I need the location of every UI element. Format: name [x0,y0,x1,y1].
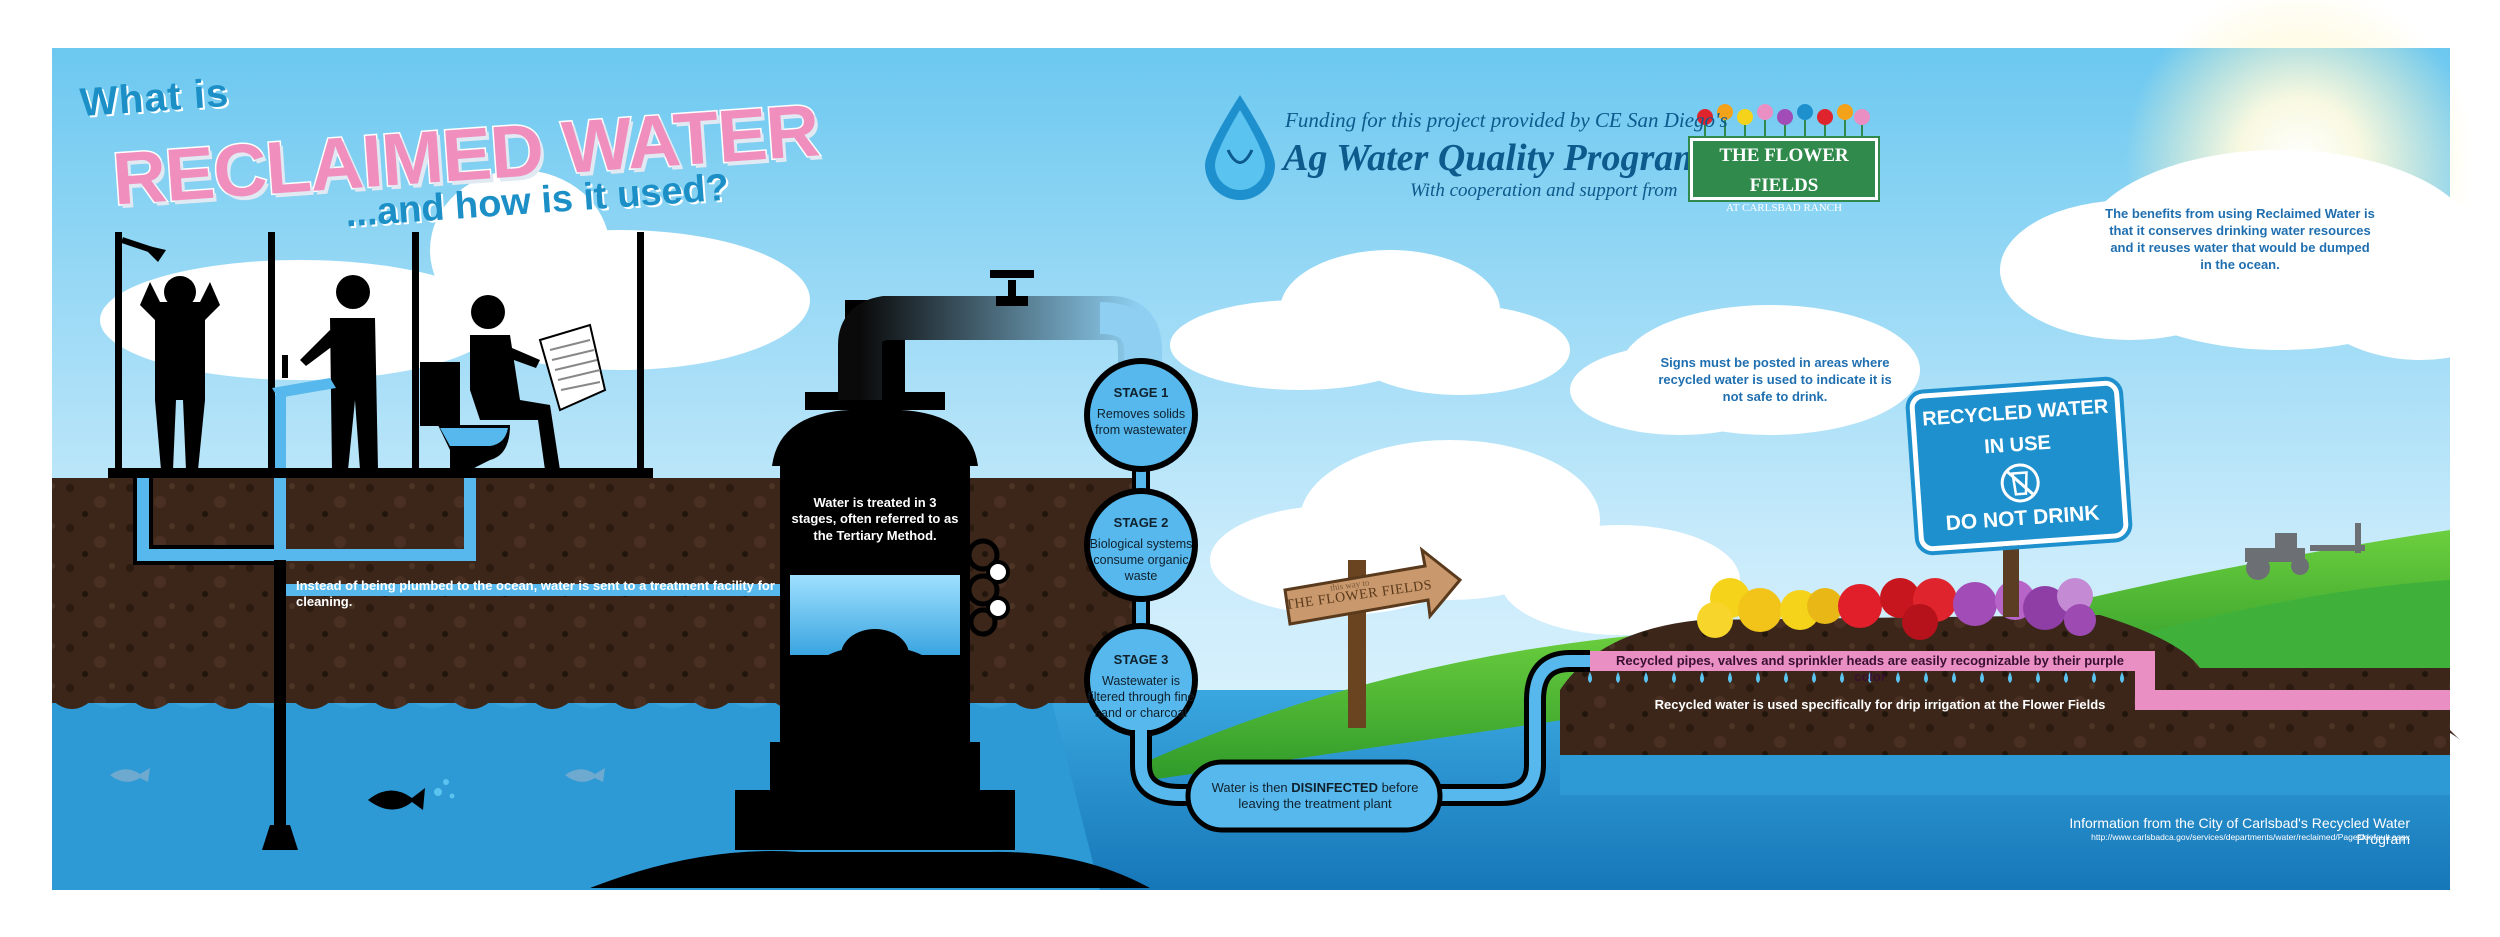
disinfected-note: Water is then DISINFECTED before leaving… [1205,780,1425,813]
cooperation-text: With cooperation and support from [1410,180,1678,201]
water-drop-logo-icon [1205,95,1275,200]
disinfected-before: Water is then [1211,780,1292,795]
sprinkler-drop [1672,672,1676,683]
plumbing-note: Instead of being plumbed to the ocean, w… [296,578,775,610]
flower-fields-logo: THE FLOWER FIELDS AT CARLSBAD RANCH [1688,136,1880,214]
sign-line-3: DO NOT DRINK [1945,501,2101,536]
sprinkler-drop [2036,672,2040,683]
purple-pipe [1580,651,2450,710]
tertiary-note: Water is treated in 3 stages, often refe… [791,495,959,543]
hill-right-front [2120,580,2450,680]
sign-line-1: RECYCLED WATER [1921,395,2109,431]
disinfect-pipe-inner [1135,655,1590,801]
sign-line-2: IN USE [1983,431,2052,459]
disinfected-bold: DISINFECTED [1291,780,1378,795]
drain-pipe-foot [262,825,298,850]
sprinkler-drop [2008,672,2012,683]
sprinkler-drop [2092,672,2096,683]
sprinkler-drop [1756,672,1760,683]
stage-2: STAGE 2 Biological systems consume organ… [1087,515,1195,585]
sprinkler-drop [1952,672,1956,683]
sprinkler-drop [1644,672,1648,683]
stage-chain [1084,358,1198,780]
stage-3-label: STAGE 3 [1113,652,1169,667]
arrow-signpost [1283,546,1463,728]
flower-fields-logo-name: THE FLOWER FIELDS [1719,145,1849,196]
sprinkler-drop [1980,672,1984,683]
fish-icon [368,779,455,810]
sprinkler-drop [1924,672,1928,683]
stage-1-text: Removes solids from wastewater [1095,406,1187,438]
stage-1-label: STAGE 1 [1113,385,1169,400]
sprinkler-drop [1616,672,1620,683]
tractor-icon [2245,523,2365,580]
sprinkler-drop [1728,672,1732,683]
credit-url: http://www.carlsbadca.gov/services/depar… [2091,832,2410,842]
sprinkler-drop [1896,672,1900,683]
flower-logo-icon [1697,104,1870,140]
sprinkler-drop [1700,672,1704,683]
stage-3-text: Wastewater is filtered through fine sand… [1087,673,1195,721]
program-name: Ag Water Quality Program [1283,137,1703,179]
clouds [100,150,2500,635]
sprinkler-drop [1868,672,1872,683]
stage-2-text: Biological systems consume organic waste [1089,536,1193,584]
recycled-water-sign: RECYCLED WATER IN USE DO NOT DRINK [1904,375,2134,557]
stage-1: STAGE 1 Removes solids from wastewater [1087,385,1195,438]
toilet-person-icon [420,295,607,470]
valve-handle-icon [990,270,1034,306]
ocean-right-strip [1560,755,2450,795]
faucet-pipe-inner [1099,302,1156,380]
sprinkler-drop [2120,672,2124,683]
drip-irrigation-note: Recycled water is used specifically for … [1654,697,2106,712]
sprinkler-drop [1812,672,1816,683]
shower-person-icon [121,237,220,470]
purple-pipe-note: Recycled pipes, valves and sprinkler hea… [1616,653,2124,685]
disinfected-after: before leaving the treatment plant [1238,780,1419,812]
disinfect-capsule [1185,759,1443,833]
sprinkler-drops [1588,672,2124,683]
faded-fish-icon [110,768,605,782]
sprinkler-drop [2064,672,2068,683]
flower-fields-logo-tagline: AT CARLSBAD RANCH [1726,202,1842,214]
house-frame [108,232,653,478]
signs-note: Signs must be posted in areas where recy… [1658,355,1892,404]
funding-text: Funding for this project provided by CE … [1285,108,1728,132]
no-drinking-icon [2000,463,2040,503]
flowers [1697,578,2096,640]
sprinkler-drop [1784,672,1788,683]
benefits-note: The benefits from using Reclaimed Water … [2105,206,2375,272]
credit-source: Information from the City of Carlsbad's … [2069,815,2410,847]
sink-person-icon [272,275,378,470]
sprinkler-drop [1840,672,1844,683]
soil-right-bottom [1560,729,2460,751]
stage-2-label: STAGE 2 [1113,515,1169,530]
sprinkler-drop [1588,672,1592,683]
stage-3: STAGE 3 Wastewater is filtered through f… [1087,652,1195,722]
